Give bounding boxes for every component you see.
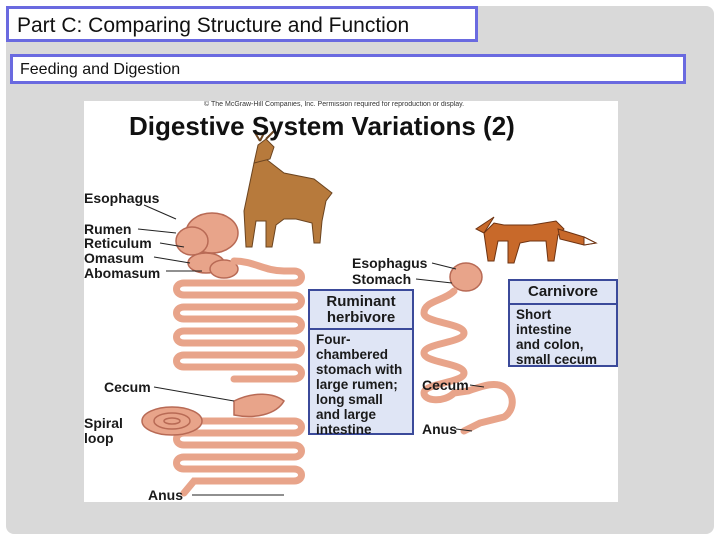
ruminant-cecum [141,393,285,436]
digestive-figure: © The McGraw-Hill Companies, Inc. Permis… [84,101,618,502]
label-rumen: Rumen [84,221,132,237]
label-cecum-ruminant: Cecum [104,379,151,395]
figure-illustration [137,128,598,497]
ruminant-intestine [173,257,305,497]
carnivore-box-title: Carnivore [527,283,599,300]
label-cecum-carnivore: Cecum [422,377,469,393]
label-stomach: Stomach [352,271,412,287]
label-esophagus-ruminant: Esophagus [84,190,160,206]
carnivore-box-body: Short intestine and colon, small cecum [516,307,598,367]
slide-subtitle: Feeding and Digestion [20,61,181,78]
ruminant-box-divider [310,328,412,330]
leader-lines [137,204,485,496]
figure-heading: Digestive System Variations (2) [129,111,515,141]
slide-subtitle-box: Feeding and Digestion [10,54,686,84]
ruminant-box-title: Ruminant herbivore [326,293,396,326]
label-abomasum: Abomasum [84,265,161,281]
label-reticulum: Reticulum [84,235,152,251]
label-anus-ruminant: Anus [148,487,183,502]
carnivore-box-divider [510,303,616,305]
ruminant-stomach [175,212,239,279]
slide-title: Part C: Comparing Structure and Function [17,14,410,37]
ruminant-box-body: Four- chambered stomach with large rumen… [316,332,403,437]
copyright-note: © The McGraw-Hill Companies, Inc. Permis… [204,101,465,108]
fox-illustration [475,216,598,264]
label-esophagus-carnivore: Esophagus [352,255,428,271]
carnivore-info-box: Carnivore Short intestine and colon, sma… [508,279,618,367]
slide-title-box: Part C: Comparing Structure and Function [6,6,478,42]
deer-illustration [243,128,333,248]
label-loop: loop [84,430,114,446]
carnivore-gut [420,262,516,435]
label-omasum: Omasum [84,250,144,266]
label-anus-carnivore: Anus [422,421,457,437]
ruminant-info-box: Ruminant herbivore Four- chambered stoma… [308,289,414,437]
label-spiral: Spiral [84,415,123,431]
